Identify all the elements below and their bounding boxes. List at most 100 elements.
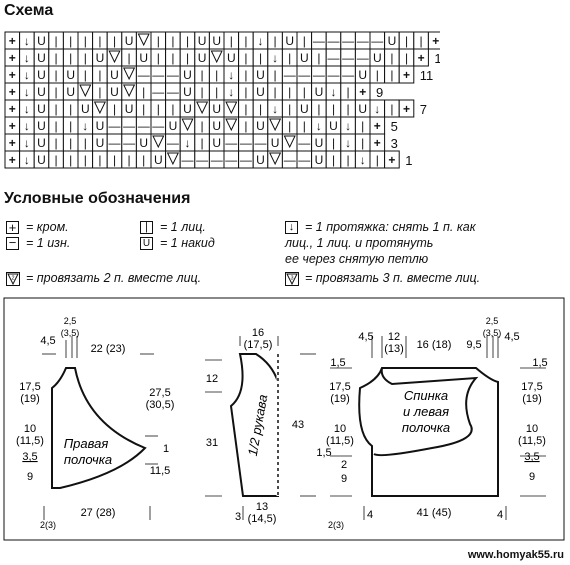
chart-symbol: ↓ <box>24 34 30 48</box>
chart-symbol: — <box>123 136 135 150</box>
chart-symbol: + <box>374 119 381 133</box>
chart-symbol: U <box>125 34 134 48</box>
dim-s-bot1: 13 <box>256 501 268 513</box>
dim-f-l3: 10 <box>24 423 36 435</box>
dim-f-r2: (30,5) <box>146 399 175 411</box>
chart-symbol: | <box>186 34 189 48</box>
chart-symbol: — <box>342 34 354 48</box>
chart-symbol: U <box>256 119 265 133</box>
chart-symbol: U <box>373 51 382 65</box>
dim-b-t1: 4,5 <box>358 331 373 343</box>
chart-symbol: | <box>98 34 101 48</box>
chart-symbol: — <box>152 68 164 82</box>
chart-symbol: | <box>84 68 87 82</box>
chart-symbol: U <box>212 136 221 150</box>
dim-f-l1b: 17,5 <box>19 381 40 393</box>
chart-symbol: | <box>230 34 233 48</box>
chart-symbol: | <box>303 85 306 99</box>
chart-symbol: | <box>303 34 306 48</box>
k2tog-mark <box>196 101 209 115</box>
chart-symbol: | <box>361 119 364 133</box>
dim-b-l1: 1,5 <box>330 357 345 369</box>
dim-f-l5: 3,5 <box>22 451 37 463</box>
chart-symbol: — <box>298 136 310 150</box>
chart-symbol: U <box>300 102 309 116</box>
chart-symbol: | <box>347 102 350 116</box>
dim-f-r3: 1 <box>163 443 169 455</box>
dim-f-r1: 27,5 <box>149 387 170 399</box>
dim-b-l3: (19) <box>330 393 350 405</box>
chart-symbol: | <box>201 85 204 99</box>
dim-b-r2: 17,5 <box>521 381 542 393</box>
chart-symbol: | <box>201 136 204 150</box>
chart-row: +↓U|||U——U—↓|U———U—U|↓|+3 <box>4 133 398 152</box>
left-front-overlay-outline <box>373 367 479 457</box>
chart-symbol: | <box>171 34 174 48</box>
row-number: 11 <box>420 68 434 83</box>
chart-row: +↓U|U|U|——U||↓|U|||U↓|+9 <box>4 82 383 101</box>
chart-symbol: | <box>113 34 116 48</box>
chart-symbol: + <box>403 68 410 82</box>
row-number: 5 <box>391 119 398 134</box>
front-piece-outline <box>51 367 147 489</box>
chart-symbol: ↓ <box>272 51 278 65</box>
chart-symbol: | <box>171 102 174 116</box>
dim-b-r4: 10 <box>526 423 538 435</box>
dim-b-bot-l: 4 <box>367 509 373 521</box>
chart-symbol: U <box>154 153 163 167</box>
chart-symbol: U <box>329 119 338 133</box>
chart-symbol: — <box>182 153 194 167</box>
row-number: 7 <box>420 102 427 117</box>
chart-symbol: U <box>183 102 192 116</box>
legend-title: Условные обозначения <box>4 190 191 207</box>
chart-symbol: U <box>315 85 324 99</box>
chart-symbol: U <box>139 136 148 150</box>
chart-symbol: | <box>84 153 87 167</box>
chart-symbol: U <box>139 51 148 65</box>
chart-symbol: | <box>55 51 58 65</box>
chart-row: +↓U|||||U|||UU||↓|U|—————U||+15 <box>4 31 440 50</box>
chart-symbol: U <box>183 85 192 99</box>
minus-symbol-icon: − <box>6 236 19 250</box>
chart-symbol: U <box>37 85 46 99</box>
chart-symbol: + <box>9 136 16 150</box>
chart-symbol: ↓ <box>24 51 30 65</box>
chart-symbol: ↓ <box>24 136 30 150</box>
front-piece-label-1: Правая <box>64 436 109 451</box>
chart-symbol: | <box>84 136 87 150</box>
chart-symbol: — <box>298 153 310 167</box>
chart-symbol: | <box>171 51 174 65</box>
chart-symbol: — <box>211 153 223 167</box>
chart-cell <box>427 31 440 50</box>
chart-symbol: U <box>315 136 324 150</box>
chart-symbol: U <box>300 51 309 65</box>
svg-text:3: 3 <box>290 276 293 282</box>
k2tog-mark <box>181 118 194 132</box>
chart-symbol: | <box>55 34 58 48</box>
chart-symbol: U <box>96 119 105 133</box>
chart-symbol: | <box>157 34 160 48</box>
chart-symbol: | <box>274 85 277 99</box>
chart-symbol: U <box>96 51 105 65</box>
chart-symbol: — <box>313 34 325 48</box>
chart-symbol: — <box>225 136 237 150</box>
back-piece-label-1: Спинка <box>404 388 448 403</box>
chart-symbol: | <box>288 85 291 99</box>
chart-symbol: — <box>152 85 164 99</box>
chart-symbol: + <box>9 51 16 65</box>
chart-symbol: | <box>405 34 408 48</box>
chart-symbol: | <box>332 136 335 150</box>
chart-symbol: | <box>405 51 408 65</box>
chart-symbol: | <box>113 102 116 116</box>
chart-symbol: | <box>84 34 87 48</box>
chart-symbol: — <box>298 68 310 82</box>
chart-symbol: | <box>274 34 277 48</box>
chart-symbol: | <box>128 51 131 65</box>
chart-symbol: U <box>271 136 280 150</box>
dim-f-l2: (19) <box>20 393 40 405</box>
chart-symbol: ↓ <box>24 102 30 116</box>
triangle-3-symbol-icon: 3 <box>285 272 299 286</box>
dim-b-t2: 12 <box>388 331 400 343</box>
chart-symbol: — <box>328 51 340 65</box>
